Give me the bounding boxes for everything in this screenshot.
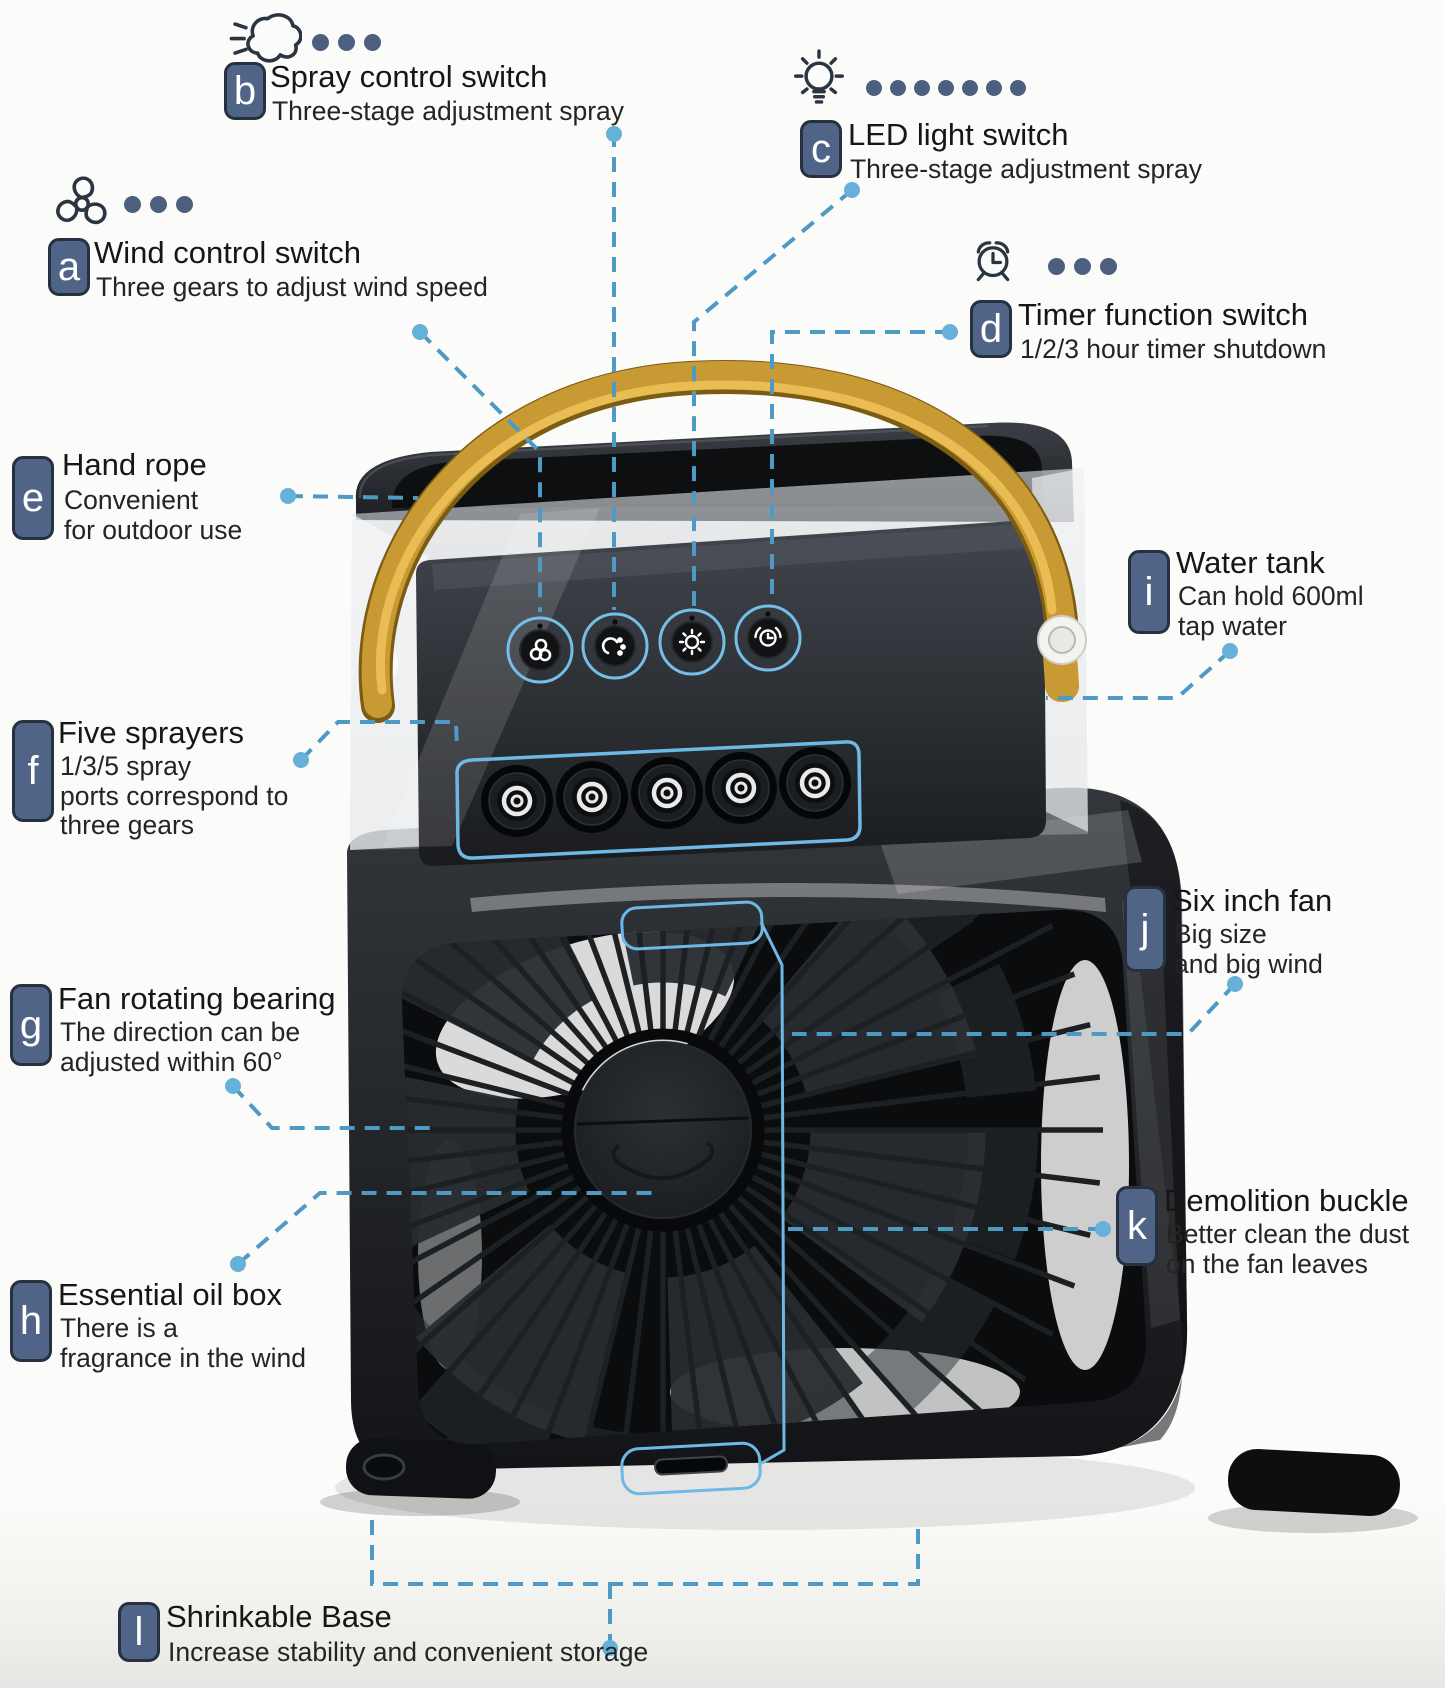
sprayer-highlight-box [455,740,862,860]
badge-i-letter: i [1144,569,1154,614]
fan-hub-essential-oil-box [574,1041,752,1219]
badge-d: d [970,300,1012,358]
spray-control-sub: Three-stage adjustment spray [272,96,625,126]
six-inch-fan-title: Six inch fan [1172,883,1333,918]
badge-f: f [12,720,54,822]
badge-c-letter: c [811,126,831,171]
badge-b: b [224,62,266,120]
leader-a [418,330,542,612]
leader-g [231,1084,432,1130]
spray-control-button [581,612,649,680]
led-light-button [658,608,726,676]
wind-dots [124,196,202,213]
timer-dots [1048,258,1126,275]
floor [0,1500,1445,1688]
badge-j: j [1124,886,1166,972]
badge-k: k [1116,1186,1158,1266]
badge-f-letter: f [27,748,39,793]
oil-box-sub: There is a fragrance in the wind [60,1313,307,1373]
oil-box-title: Essential oil box [58,1277,283,1312]
led-light-sub: Three-stage adjustment spray [850,154,1203,184]
spray-dots [312,34,390,51]
timer-button [734,604,802,672]
spray-control-title: Spray control switch [270,59,548,94]
leader-d [770,330,950,602]
leader-c [692,188,854,606]
control-buttons [506,604,802,684]
leader-dots [225,126,1243,1656]
led-dots [866,80,1034,96]
sprayer-nozzles [481,747,851,837]
bulb-icon [788,48,850,118]
badge-j-letter: j [1140,906,1150,951]
shrinkable-base-feet [345,1438,1400,1516]
bearing-sub: The direction can be adjusted within 60° [60,1017,301,1077]
wind-control-sub: Three gears to adjust wind speed [96,272,488,302]
fan-icon [46,164,118,242]
badge-b-letter: b [233,68,257,113]
badge-k-letter: k [1127,1203,1147,1248]
badge-g: g [10,984,52,1066]
six-inch-fan-sub: Big size and big wind [1174,919,1323,979]
water-tank-title: Water tank [1176,545,1325,580]
bearing-title: Fan rotating bearing [58,981,336,1016]
badge-l-letter: l [134,1609,144,1654]
leader-lines [231,132,1237,1644]
leader-l [370,1520,920,1644]
base-title: Shrinkable Base [166,1599,392,1634]
badge-c: c [800,120,842,178]
badge-g-letter: g [19,1002,43,1047]
badge-h-letter: h [19,1298,43,1343]
five-sprayers [455,740,862,860]
hand-rope-handle [358,360,1087,723]
hand-rope-title: Hand rope [62,447,207,482]
steam-icon [226,2,302,86]
led-light-title: LED light switch [848,117,1069,152]
base-sub: Increase stability and convenient storag… [168,1637,649,1667]
fan-grille-spokes [401,909,1103,1445]
badge-i: i [1128,550,1170,634]
demolition-buckle-highlight [620,900,786,1496]
timer-sub: 1/2/3 hour timer shutdown [1020,334,1327,364]
badge-e-letter: e [21,475,45,520]
wind-control-title: Wind control switch [94,235,362,270]
badge-h: h [10,1280,52,1362]
wind-control-button [506,616,574,684]
leader-f [299,720,459,762]
badge-a-letter: a [57,244,81,289]
badge-l: l [118,1602,160,1662]
hand-rope-sub: Convenient for outdoor use [64,485,243,545]
buckle-sub: Better clean the dust on the fan leaves [1166,1219,1410,1279]
timer-title: Timer function switch [1018,297,1308,332]
water-tank-sub: Can hold 600ml tap water [1178,581,1364,641]
leader-e [287,494,419,500]
five-sprayers-title: Five sprayers [58,715,245,750]
five-sprayers-sub: 1/3/5 spray ports correspond to three ge… [60,751,289,840]
buckle-title: Demolition buckle [1164,1183,1409,1218]
leader-j [792,982,1237,1036]
leader-i [1046,649,1232,700]
alarm-clock-icon [962,226,1024,294]
badge-e: e [12,456,54,540]
badge-d-letter: d [979,306,1003,351]
badge-a: a [48,238,90,296]
leader-h [236,1191,652,1266]
